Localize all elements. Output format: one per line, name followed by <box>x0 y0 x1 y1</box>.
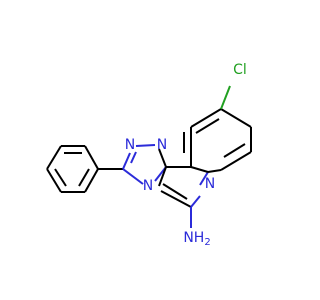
carbon-chlorine-bond <box>220 85 231 110</box>
triazole-ring <box>122 144 167 187</box>
chlorine-atom-label: Cl <box>233 62 247 78</box>
nitrogen-label-4: N <box>205 176 215 192</box>
amine-label-main: NH <box>183 230 204 246</box>
pyrazine-ring <box>160 127 209 208</box>
amine-label: NH2 <box>183 230 210 248</box>
molecule-structure: Cl N N N N NH2 <box>46 62 252 248</box>
nitrogen-label-2: N <box>157 137 167 153</box>
benzo-ring <box>190 108 252 173</box>
amine-label-subscript: 2 <box>204 237 210 248</box>
nitrogen-label-3: N <box>143 178 153 194</box>
nitrogen-label-1: N <box>125 137 135 153</box>
phenyl-ring <box>46 145 99 193</box>
